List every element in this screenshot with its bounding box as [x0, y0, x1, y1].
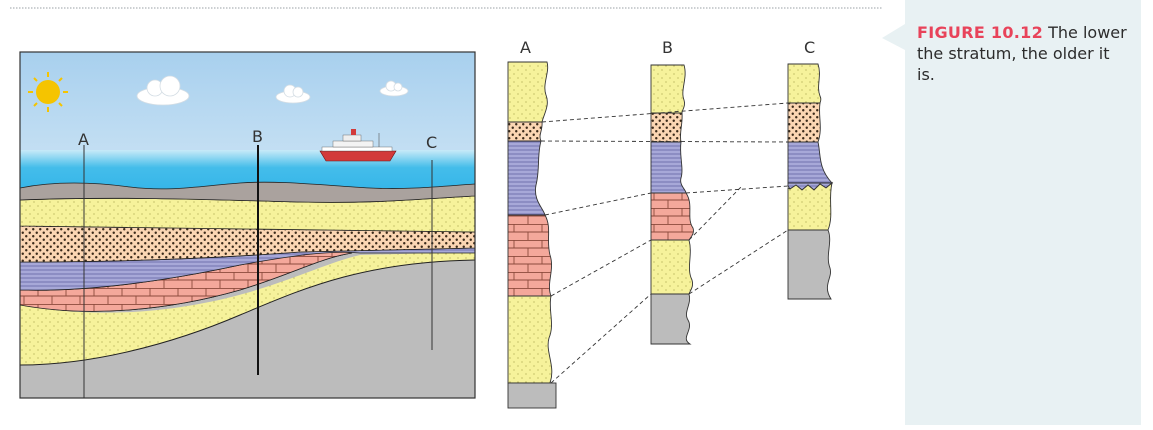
caption-body: The lower the stratum, the older it is.: [917, 23, 1127, 84]
figure-number: FIGURE 10.12: [917, 23, 1044, 42]
well-label-b: B: [252, 127, 263, 146]
cloud-icon: [136, 75, 190, 106]
column-c-bedrock: [787, 229, 832, 300]
well-label-c: C: [426, 133, 437, 152]
column-b-shale: [650, 141, 687, 194]
column-a-conglomerate: [507, 121, 543, 142]
sun-icon: [28, 72, 68, 112]
layer-upper-sandstone: [20, 195, 475, 233]
column-c-sandstone-mid: [787, 181, 833, 231]
column-a-bedrock: [507, 382, 557, 409]
column-a-limestone: [507, 214, 553, 297]
caption-panel: [905, 0, 1141, 425]
cross-section: [20, 52, 475, 398]
cloud-icon: [275, 84, 311, 104]
stratigraphy-figure: A B C A B C: [10, 7, 905, 409]
column-label-b: B: [662, 38, 673, 57]
cloud-icon: [379, 80, 409, 97]
column-c-shale: [787, 141, 834, 184]
ship-icon: [319, 129, 397, 162]
column-b-sandstone-lower: [650, 239, 693, 295]
correlation-lines: [540, 102, 789, 384]
column-a: [507, 61, 557, 409]
column-b: [650, 64, 694, 345]
column-b-sandstone-top: [650, 64, 686, 114]
column-c-conglomerate: [787, 102, 821, 143]
column-c: [787, 63, 834, 300]
column-b-limestone: [650, 192, 694, 241]
column-b-conglomerate: [650, 112, 683, 143]
caption-pointer: [882, 24, 905, 50]
column-label-a: A: [520, 38, 531, 57]
column-label-c: C: [804, 38, 815, 57]
column-a-sandstone-top: [507, 61, 549, 123]
column-b-bedrock: [650, 293, 692, 345]
cross-section-frame: [19, 51, 476, 399]
column-a-sandstone-lower: [507, 295, 553, 384]
layer-seabed: [20, 181, 475, 203]
figure-caption: FIGURE 10.12 The lower the stratum, the …: [917, 22, 1127, 85]
column-a-shale: [507, 140, 546, 216]
column-c-sandstone-top: [787, 63, 822, 104]
well-label-a: A: [78, 130, 89, 149]
